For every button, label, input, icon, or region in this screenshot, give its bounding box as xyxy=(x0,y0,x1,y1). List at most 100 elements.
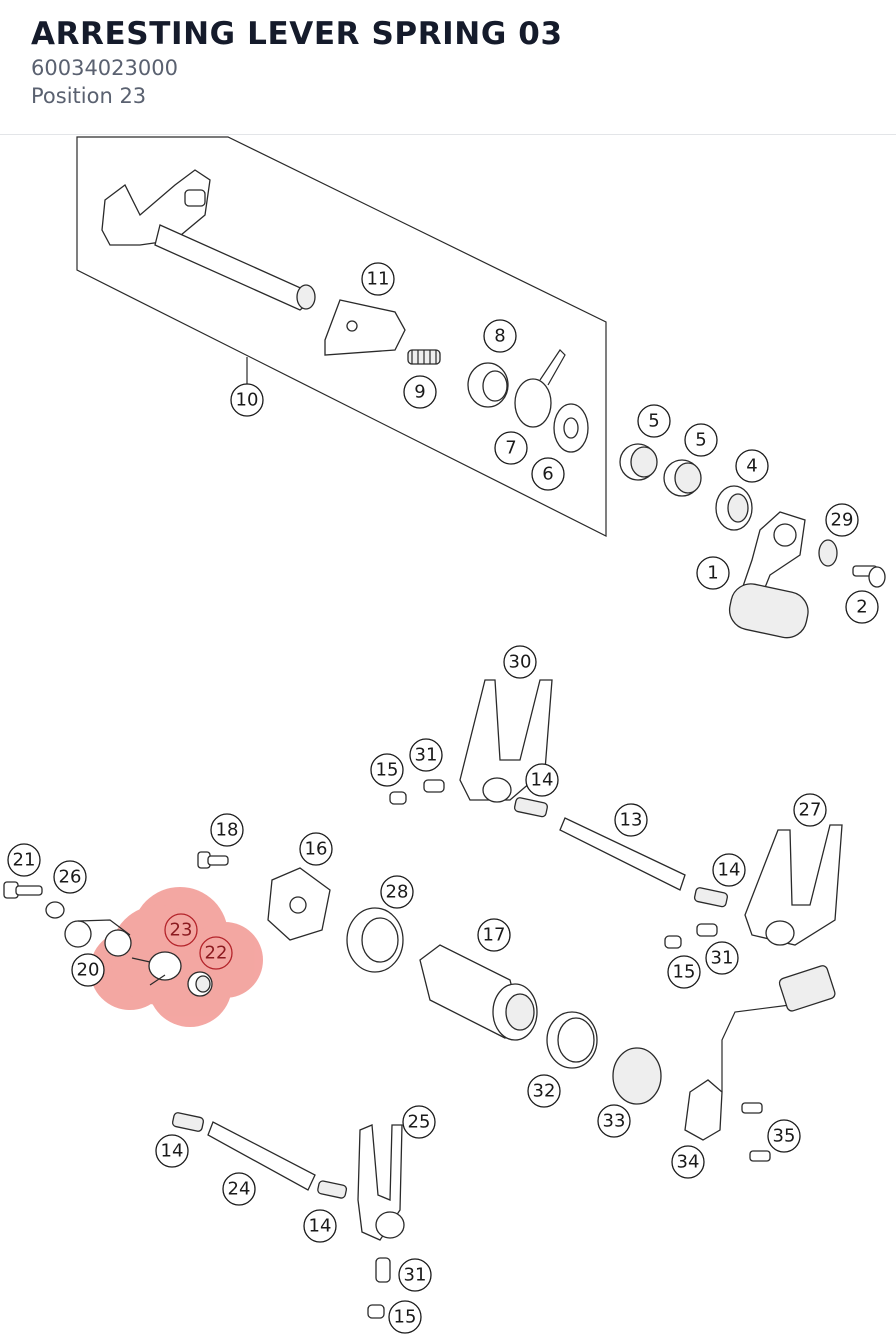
callout-31c[interactable]: 31 xyxy=(398,1258,432,1292)
part-31-pin-a xyxy=(423,779,445,793)
callout-17[interactable]: 17 xyxy=(477,918,511,952)
callout-20[interactable]: 20 xyxy=(71,953,105,987)
callout-14c[interactable]: 14 xyxy=(155,1134,189,1168)
callout-label: 14 xyxy=(531,770,554,791)
part-13-rail xyxy=(559,817,686,891)
assembly-outline-10 xyxy=(76,136,607,537)
callout-2[interactable]: 2 xyxy=(845,590,879,624)
callout-label: 4 xyxy=(746,456,757,477)
part-5-bushings xyxy=(619,443,702,497)
callout-label: 5 xyxy=(648,411,659,432)
callout-33[interactable]: 33 xyxy=(597,1104,631,1138)
callout-15a[interactable]: 15 xyxy=(370,753,404,787)
callout-29[interactable]: 29 xyxy=(825,503,859,537)
callout-26[interactable]: 26 xyxy=(53,860,87,894)
callout-32[interactable]: 32 xyxy=(527,1074,561,1108)
callout-34[interactable]: 34 xyxy=(671,1145,705,1179)
callout-label: 22 xyxy=(205,943,228,964)
callout-8[interactable]: 8 xyxy=(483,319,517,353)
callout-label: 33 xyxy=(603,1111,626,1132)
callout-label: 32 xyxy=(533,1081,556,1102)
callout-28[interactable]: 28 xyxy=(380,875,414,909)
part-11-plate xyxy=(324,299,406,356)
callout-label: 31 xyxy=(415,745,438,766)
callout-label: 5 xyxy=(695,430,706,451)
callout-16[interactable]: 16 xyxy=(299,832,333,866)
part-35-bolt-a xyxy=(741,1102,763,1114)
callout-31b[interactable]: 31 xyxy=(705,941,739,975)
part-27-shift-fork xyxy=(744,824,843,946)
callout-9[interactable]: 9 xyxy=(403,375,437,409)
callout-label: 17 xyxy=(483,925,506,946)
part-14-spring-a xyxy=(513,797,548,818)
callout-label: 15 xyxy=(376,760,399,781)
part-21-bolt xyxy=(3,881,43,899)
part-22-bushing xyxy=(187,971,213,997)
part-9-spring xyxy=(407,349,441,365)
part-29-washer xyxy=(818,539,838,567)
callout-35[interactable]: 35 xyxy=(767,1119,801,1153)
callout-21[interactable]: 21 xyxy=(7,843,41,877)
callout-5a[interactable]: 5 xyxy=(637,404,671,438)
callout-5b[interactable]: 5 xyxy=(684,423,718,457)
part-15-bushing-a xyxy=(389,791,407,805)
callout-31a[interactable]: 31 xyxy=(409,738,443,772)
callout-label: 6 xyxy=(542,464,553,485)
callout-label: 27 xyxy=(799,800,822,821)
callout-10[interactable]: 10 xyxy=(230,383,264,417)
callout-label: 35 xyxy=(773,1126,796,1147)
callout-label: 8 xyxy=(494,326,505,347)
part-23-arresting-lever-spring xyxy=(131,951,182,986)
callout-14b[interactable]: 14 xyxy=(712,853,746,887)
part-number: 60034023000 xyxy=(31,56,178,80)
page-header: ARRESTING LEVER SPRING 03 60034023000 Po… xyxy=(0,0,896,135)
callout-4[interactable]: 4 xyxy=(735,449,769,483)
part-24-rail xyxy=(207,1121,316,1191)
part-14-spring-d xyxy=(317,1180,348,1199)
part-26-washer xyxy=(45,901,65,919)
callout-label: 15 xyxy=(673,962,696,983)
part-18-bolt xyxy=(197,851,229,869)
part-14-spring-c xyxy=(171,1112,205,1132)
part-20-arresting-lever xyxy=(64,919,132,957)
callout-7[interactable]: 7 xyxy=(494,431,528,465)
callout-27[interactable]: 27 xyxy=(793,793,827,827)
shift-shaft-part xyxy=(101,169,316,311)
callout-6[interactable]: 6 xyxy=(531,457,565,491)
callout-label: 31 xyxy=(711,948,734,969)
callout-18[interactable]: 18 xyxy=(210,813,244,847)
callout-label: 9 xyxy=(414,382,425,403)
part-31-pin-c xyxy=(375,1257,391,1283)
callout-label: 14 xyxy=(718,860,741,881)
callout-label: 18 xyxy=(216,820,239,841)
part-2-bolt xyxy=(852,565,886,588)
part-31-pin-b xyxy=(696,923,718,937)
callout-23-highlighted[interactable]: 23 xyxy=(164,913,198,947)
callout-label: 13 xyxy=(620,810,643,831)
part-position: Position 23 xyxy=(31,84,147,108)
callout-label: 28 xyxy=(386,882,409,903)
part-1-shift-lever xyxy=(728,511,809,639)
callout-label: 14 xyxy=(309,1216,332,1237)
callout-14d[interactable]: 14 xyxy=(303,1209,337,1243)
callout-1[interactable]: 1 xyxy=(696,556,730,590)
part-33-cap xyxy=(612,1047,662,1105)
callout-13[interactable]: 13 xyxy=(614,803,648,837)
callout-30[interactable]: 30 xyxy=(503,645,537,679)
callout-label: 11 xyxy=(367,269,390,290)
callout-label: 15 xyxy=(394,1307,417,1328)
callout-22-highlighted[interactable]: 22 xyxy=(199,936,233,970)
callout-11[interactable]: 11 xyxy=(361,262,395,296)
callout-24[interactable]: 24 xyxy=(222,1172,256,1206)
callout-25[interactable]: 25 xyxy=(402,1105,436,1139)
callout-label: 7 xyxy=(505,438,516,459)
part-7-clip xyxy=(514,378,552,428)
callout-label: 16 xyxy=(305,839,328,860)
callout-15c[interactable]: 15 xyxy=(388,1300,422,1334)
callout-15b[interactable]: 15 xyxy=(667,955,701,989)
callout-label: 20 xyxy=(77,960,100,981)
callout-14a[interactable]: 14 xyxy=(525,763,559,797)
callout-label: 10 xyxy=(236,390,259,411)
part-25-shift-fork xyxy=(357,1124,403,1241)
callout-label: 1 xyxy=(707,563,718,584)
